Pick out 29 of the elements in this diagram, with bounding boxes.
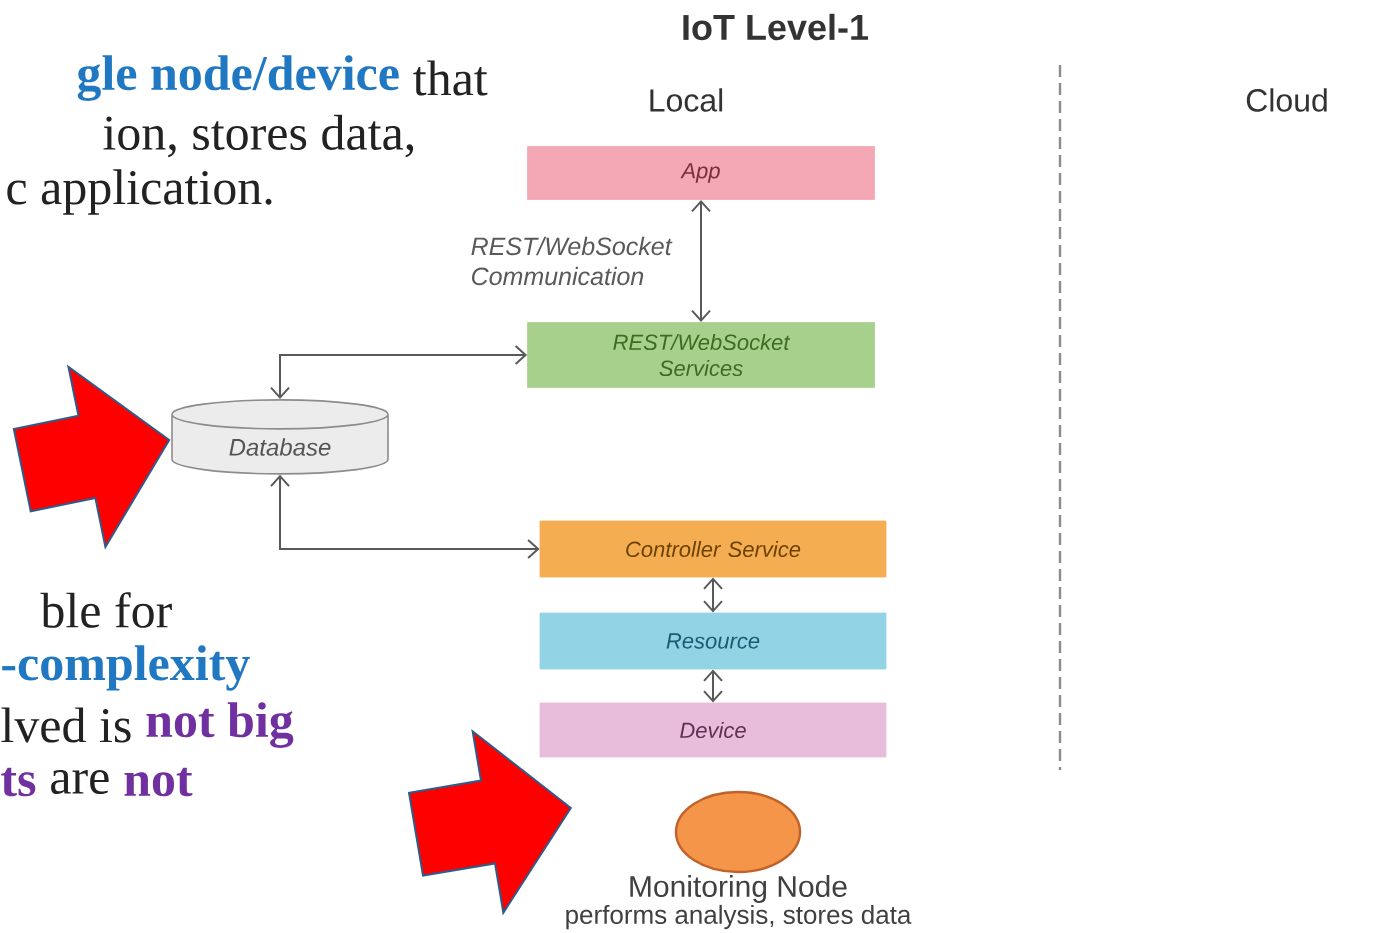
arrow	[270, 345, 528, 400]
arrow	[270, 474, 540, 559]
slide-text: are	[51, 770, 109, 795]
highlighted-text: not big	[146, 702, 294, 748]
slide-text: ion, stores data,	[103, 114, 414, 158]
highlighted-text: not	[124, 767, 193, 797]
slide-text: lved is	[1, 707, 131, 743]
arrow	[703, 669, 723, 703]
column-heading: Local	[650, 88, 723, 112]
node-caption: Monitoring Node	[630, 875, 847, 903]
highlighted-text: -complexity	[2, 645, 250, 691]
slide-text: that	[413, 60, 488, 96]
controller-box: Controller Service	[539, 520, 887, 578]
highlighted-text: gle node/device	[77, 55, 399, 101]
app-box: App	[527, 146, 875, 200]
node-circle	[674, 790, 802, 874]
node-caption: performs analysis, stores data	[566, 904, 912, 930]
arrow	[691, 199, 711, 323]
device-box: Device	[539, 702, 887, 758]
diagram-title: IoT Level-1	[683, 13, 869, 41]
service-box: REST/WebSocket Services	[527, 322, 875, 388]
database-cylinder: Database	[171, 399, 389, 475]
resource-box: Resource	[539, 612, 887, 670]
slide-text: ble for	[40, 592, 172, 628]
highlighted-text: ts	[1, 767, 36, 797]
slide-text: c application.	[7, 169, 272, 215]
edge-label: REST/WebSocket Communication	[471, 236, 673, 286]
arrow	[703, 577, 723, 613]
column-heading: Cloud	[1246, 88, 1327, 112]
